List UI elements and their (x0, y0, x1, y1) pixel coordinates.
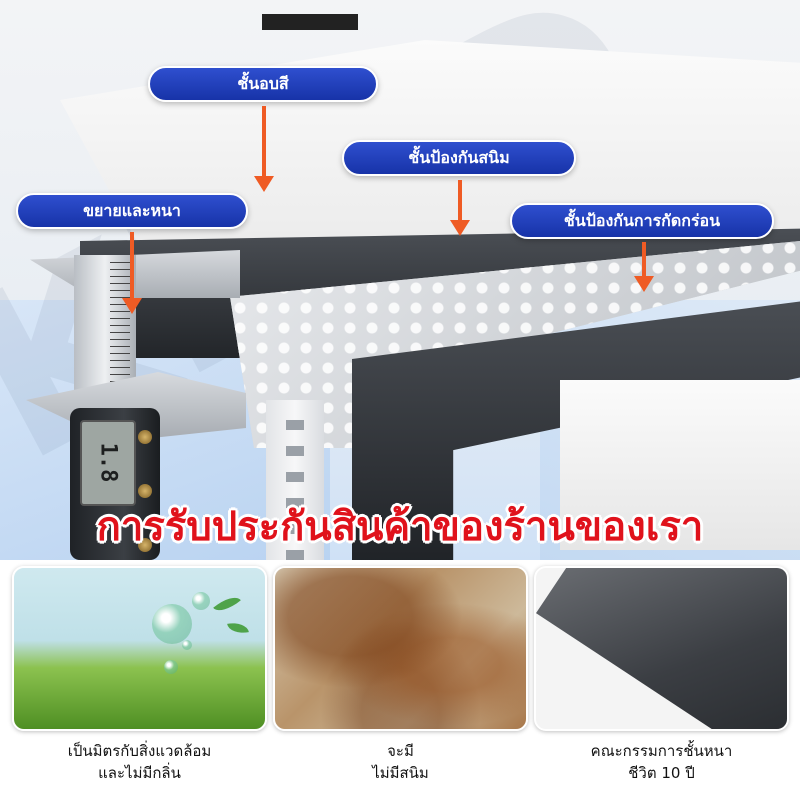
leaf-icon (213, 591, 241, 617)
bubble-icon (182, 640, 192, 650)
shelf-white-side (560, 380, 800, 550)
caliper-display (80, 420, 136, 506)
arrow-down-icon (122, 232, 142, 314)
caption-line: เป็นมิตรกับสิ่งแวดล้อม (67, 742, 212, 760)
arrow-down-icon (450, 180, 470, 236)
shelf-edge-clip (262, 14, 358, 30)
label-paint-layer: ชั้นอบสี (148, 66, 378, 102)
caption-line: และไม่มีกลิ่น (98, 764, 181, 782)
product-hero-image: KZTD 1.8 ชั้นอบสี ชั้นป้องกันสนิม ขยายแล… (0, 0, 800, 560)
feature-card-rust (273, 566, 528, 731)
caption-line: คณะกรรมการชั้นหนา (590, 742, 733, 760)
caption-line: จะมี (387, 742, 414, 760)
feature-card-thick (534, 566, 789, 731)
caliper-button-icon (138, 538, 152, 552)
caliper-button-icon (138, 430, 152, 444)
feature-card-eco (12, 566, 267, 731)
caliper-ruler-ticks (110, 262, 130, 402)
arrow-down-icon (634, 242, 654, 292)
caliper-reading: 1.8 (95, 442, 121, 483)
bubble-icon (164, 660, 178, 674)
steel-plate (536, 568, 787, 729)
feature-caption-rust: จะมี ไม่มีสนิม (273, 740, 528, 784)
bubble-icon (192, 592, 210, 610)
feature-caption-eco: เป็นมิตรกับสิ่งแวดล้อม และไม่มีกลิ่น (12, 740, 267, 784)
caption-line: ไม่มีสนิม (372, 764, 429, 782)
label-rust-layer: ชั้นป้องกันสนิม (342, 140, 576, 176)
feature-caption-thick: คณะกรรมการชั้นหนา ชีวิต 10 ปี (534, 740, 789, 784)
label-thickness: ขยายและหนา (16, 193, 248, 229)
caliper-button-icon (138, 484, 152, 498)
label-corrosion-layer: ชั้นป้องกันการกัดกร่อน (510, 203, 774, 239)
arrow-down-icon (254, 106, 274, 192)
bubble-icon (152, 604, 192, 644)
leaf-icon (227, 620, 249, 636)
warranty-headline: การรับประกันสินค้าของร้านของเรา (96, 504, 704, 550)
shelf-post-holes (286, 420, 304, 560)
caption-line: ชีวิต 10 ปี (628, 764, 695, 782)
